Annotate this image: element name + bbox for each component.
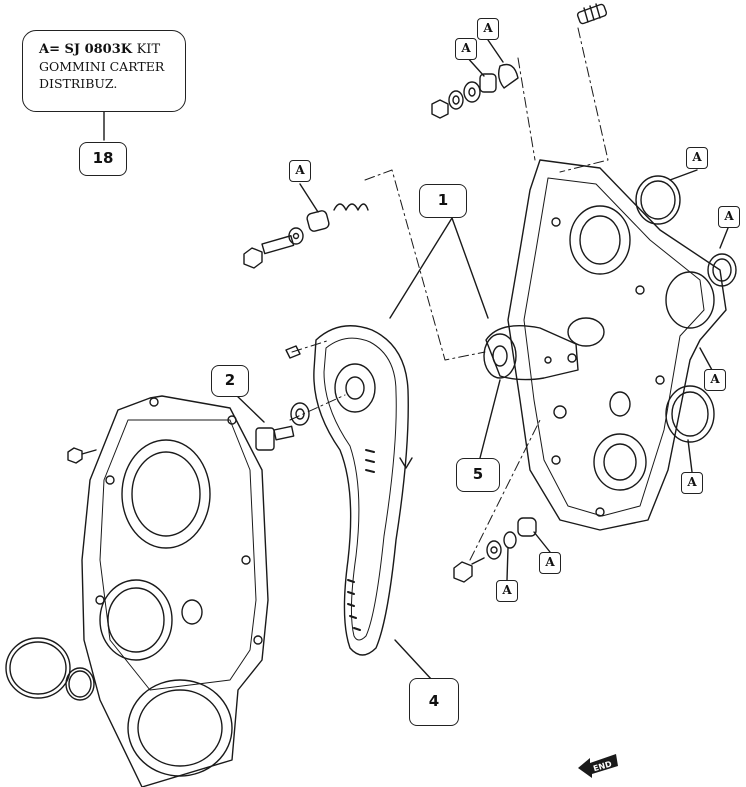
kit-code-line: A= SJ 0803K KIT	[39, 41, 175, 58]
assembly-lines	[289, 27, 609, 561]
pulley-bolt	[255, 345, 310, 451]
callout-a-lower-seal: A	[681, 472, 703, 494]
callout-a-top-seal: A	[686, 147, 708, 169]
o-rings	[5, 637, 95, 701]
front-timing-cover	[81, 395, 269, 787]
callout-a-bush: A	[539, 552, 561, 574]
lower-bolt-stack	[453, 517, 537, 583]
callout-5: 5	[456, 458, 500, 492]
stud-bolt	[576, 3, 608, 25]
kit-description-line-2: DISTRIBUZ.	[39, 76, 118, 91]
leader-lines	[103, 39, 729, 681]
callout-2: 2	[211, 365, 249, 397]
callout-a-upper-stack: A	[455, 38, 477, 60]
timing-belt	[313, 325, 413, 656]
callout-a-top: A	[477, 18, 499, 40]
tensioner-stack	[431, 63, 519, 119]
callout-a-plate-edge: A	[704, 369, 726, 391]
tensioner-pulley	[483, 325, 579, 381]
callout-18: 18	[79, 142, 127, 176]
kit-note-box: A= SJ 0803K KIT GOMMINI CARTER DISTRIBUZ…	[22, 30, 186, 112]
cover-bolt	[67, 447, 97, 464]
callout-a-spring: A	[289, 160, 311, 182]
end-arrow-icon: END	[578, 754, 618, 778]
bolt-spring-set	[243, 203, 369, 269]
kit-code: A= SJ 0803K	[39, 42, 133, 57]
callout-1: 1	[419, 184, 467, 218]
callout-a-washer: A	[496, 580, 518, 602]
callout-4: 4	[409, 678, 459, 726]
callout-a-small-seal: A	[718, 206, 740, 228]
oil-seals	[635, 175, 737, 443]
rear-timing-plate	[507, 159, 727, 531]
kit-label: KIT	[136, 42, 161, 57]
kit-description-line-1: GOMMINI CARTER	[39, 59, 165, 74]
